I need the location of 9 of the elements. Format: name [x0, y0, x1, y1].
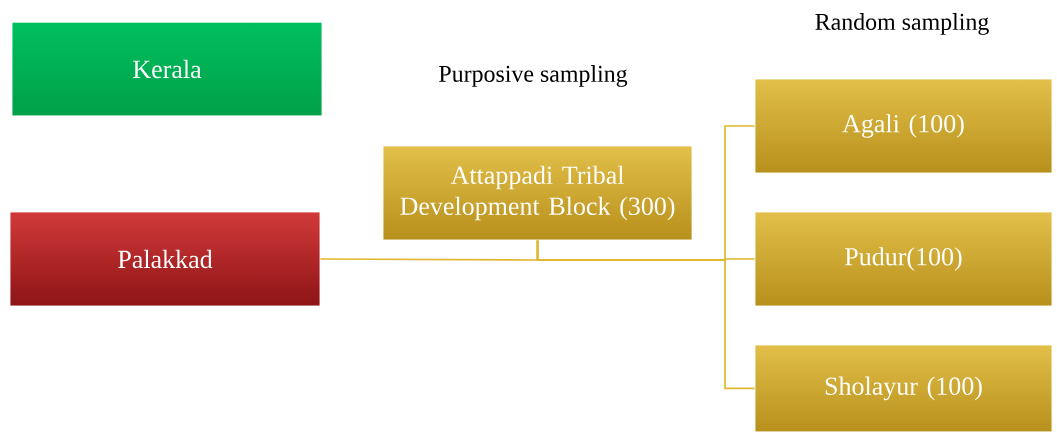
process-box: Pudur(100): [754, 211, 1053, 307]
process-box: Attappadi Tribal Development Block (300): [382, 145, 693, 241]
process-box: Palakkad: [9, 211, 321, 307]
connector-line: [536, 239, 756, 390]
process-box: Agali (100): [754, 78, 1053, 174]
sampling-label: Purposive sampling: [439, 65, 628, 87]
sampling-label: Random sampling: [815, 13, 989, 35]
process-box: Kerala: [11, 21, 323, 117]
process-box: Sholayur (100): [754, 344, 1053, 433]
